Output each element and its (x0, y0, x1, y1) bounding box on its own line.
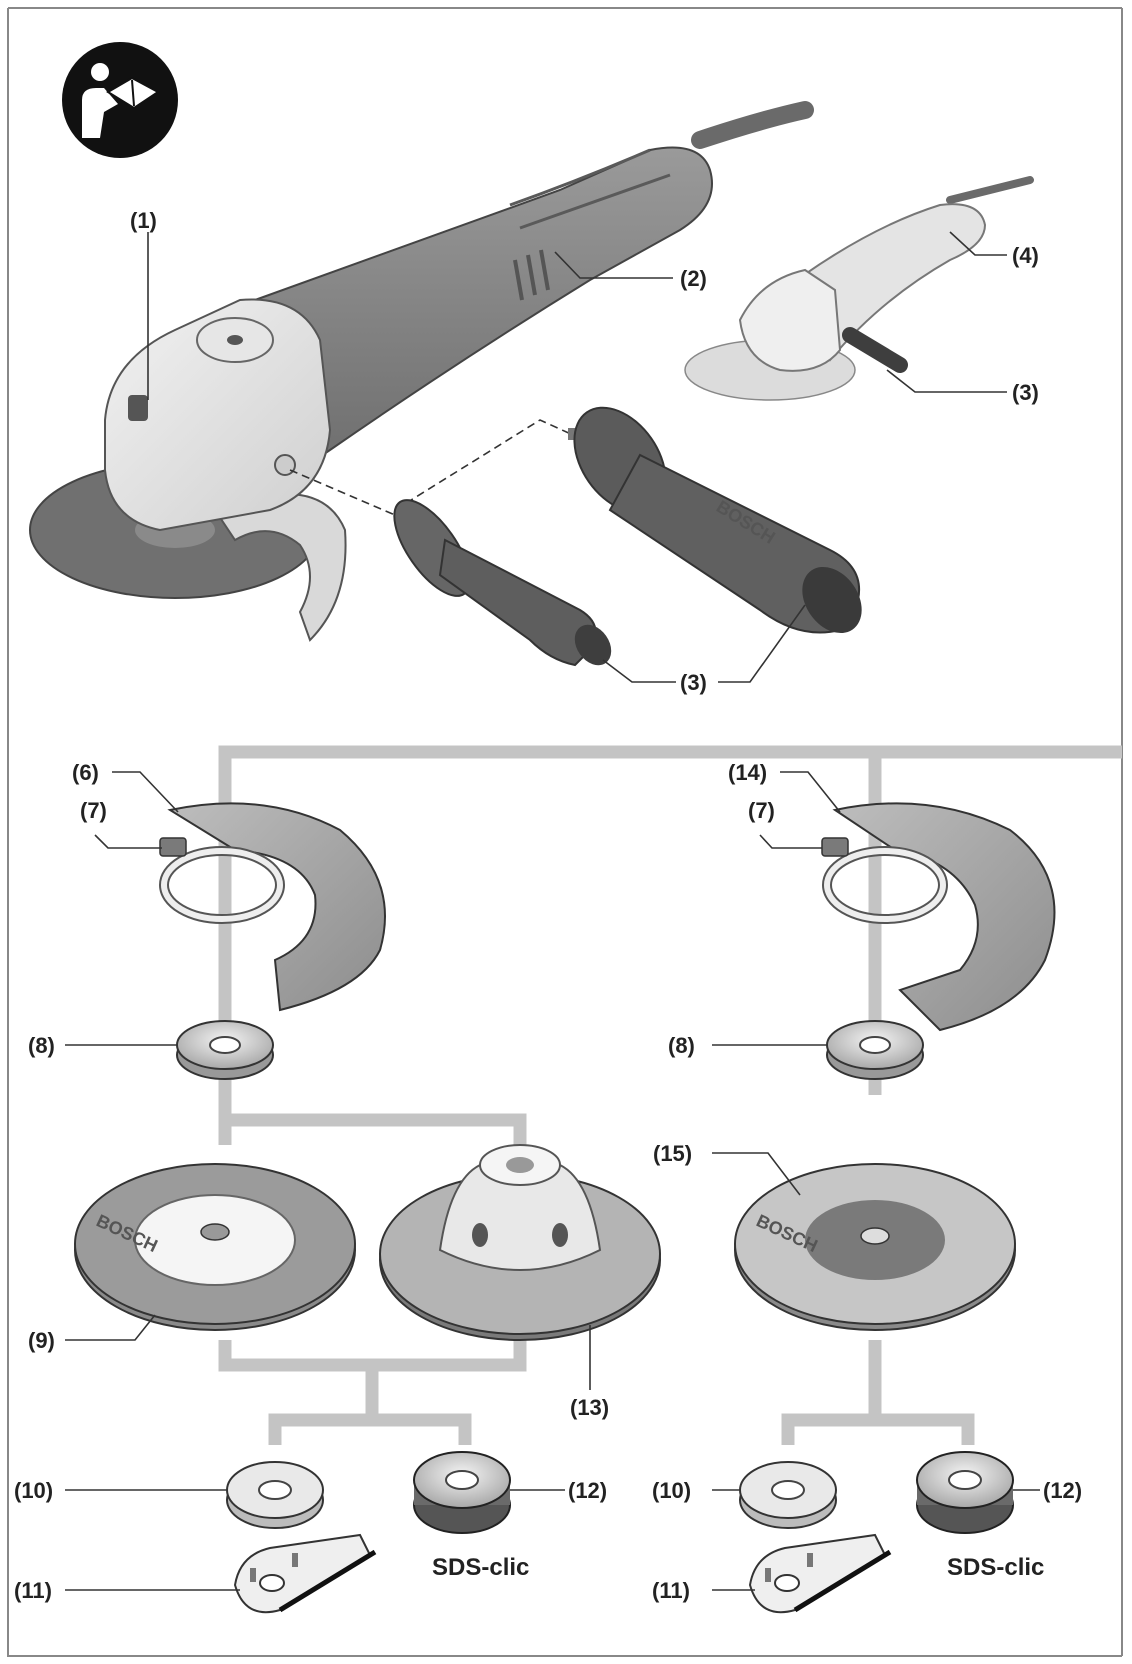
label-11-right: (11) (652, 1578, 690, 1603)
label-1: (1) (130, 208, 157, 233)
flap-disc-13 (379, 1144, 661, 1341)
quick-clamping-nut-right (916, 1451, 1014, 1534)
label-10-right: (10) (652, 1478, 691, 1503)
label-13: (13) (570, 1395, 609, 1420)
label-15: (15) (653, 1141, 692, 1166)
clamping-nut-right (739, 1461, 837, 1529)
label-2: (2) (680, 266, 707, 291)
label-10-left: (10) (14, 1478, 53, 1503)
angle-grinder (29, 101, 814, 642)
label-6: (6) (72, 760, 99, 785)
mounting-flange-right (826, 1020, 924, 1080)
angle-grinder-small (684, 176, 1034, 401)
read-manual-icon (62, 42, 178, 158)
label-12-right: (12) (1043, 1478, 1082, 1503)
coding-cam-7 (159, 837, 187, 857)
label-9: (9) (28, 1328, 55, 1353)
two-pin-spanner-left (233, 1533, 377, 1614)
label-3-handles: (3) (680, 670, 707, 695)
two-pin-spanner-right (748, 1533, 892, 1614)
label-11-left: (11) (14, 1578, 52, 1603)
motor-housing (253, 146, 713, 472)
label-3-small: (3) (1012, 380, 1039, 405)
label-8-left: (8) (28, 1033, 55, 1058)
label-14: (14) (728, 760, 767, 785)
auxiliary-handle-small (393, 499, 612, 667)
quick-clamping-nut-left (413, 1451, 511, 1534)
gear-head (104, 298, 332, 532)
protective-guard-6 (159, 802, 386, 1012)
label-8-right: (8) (668, 1033, 695, 1058)
label-12-left: (12) (568, 1478, 607, 1503)
label-7-right: (7) (748, 798, 775, 823)
auxiliary-handle-vibration: BOSCH (568, 406, 862, 634)
grinding-disc-9: BOSCH (74, 1163, 356, 1331)
mounting-flange-left (176, 1020, 274, 1080)
page-frame (7, 7, 1122, 1657)
sds-clic-right: SDS-clic (947, 1554, 1044, 1581)
sds-clic-left: SDS-clic (432, 1554, 529, 1581)
protective-guard-14 (821, 802, 1056, 1032)
label-7-left: (7) (80, 798, 107, 823)
cutting-disc-15: BOSCH (734, 1163, 1016, 1331)
power-cord (691, 101, 814, 149)
clamping-nut-left (226, 1461, 324, 1529)
spindle-lock-button (128, 395, 148, 421)
label-4: (4) (1012, 243, 1039, 268)
